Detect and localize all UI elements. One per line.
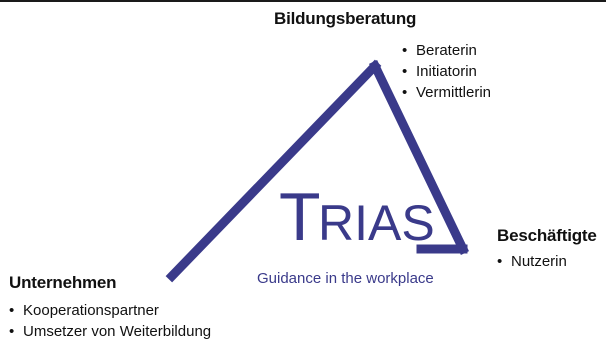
- list-item: Umsetzer von Weiterbildung: [9, 321, 211, 342]
- heading-beschaeftigte: Beschäftigte: [497, 226, 597, 245]
- list-unternehmen: Kooperationspartner Umsetzer von Weiterb…: [9, 300, 211, 342]
- triangle-left-edge: [165, 59, 382, 283]
- logo-letter-t: T: [279, 179, 321, 255]
- list-item: Nutzerin: [497, 251, 567, 272]
- triangle-right-edge: [368, 59, 470, 256]
- heading-unternehmen: Unternehmen: [9, 273, 117, 292]
- list-bildungsberatung: Beraterin Initiatorin Vermittlerin: [402, 40, 491, 103]
- list-item: Vermittlerin: [402, 82, 491, 103]
- list-item: Beraterin: [402, 40, 491, 61]
- top-divider: [0, 0, 606, 2]
- logo-letters-rias: RIAS: [318, 195, 435, 251]
- list-beschaeftigte: Nutzerin: [497, 251, 567, 272]
- heading-bildungsberatung: Bildungsberatung: [274, 9, 417, 28]
- list-item: Kooperationspartner: [9, 300, 211, 321]
- list-item: Initiatorin: [402, 61, 491, 82]
- logo-tagline: Guidance in the workplace: [257, 270, 434, 287]
